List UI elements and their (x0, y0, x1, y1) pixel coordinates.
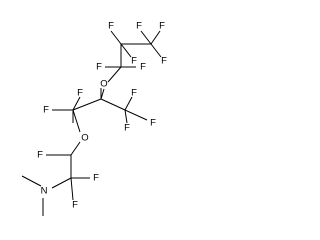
bond (72, 109, 81, 133)
atom-fluorine: F (136, 21, 142, 32)
bond (21, 175, 42, 187)
bond (120, 43, 132, 58)
bond (110, 30, 122, 45)
bond (70, 177, 74, 201)
structure-canvas: F F F F F F F O F F F F F F O F F F N (21, 20, 168, 216)
bond (150, 43, 162, 58)
atom-oxygen: O (100, 79, 107, 90)
atom-fluorine: F (150, 118, 156, 129)
atom-nitrogen: N (41, 186, 48, 197)
atom-fluorine: F (77, 88, 83, 99)
bond (124, 96, 133, 111)
bonds (21, 30, 162, 216)
atom-fluorine: F (37, 150, 43, 161)
bond (72, 98, 102, 111)
bond (124, 109, 128, 124)
atom-fluorine: F (140, 62, 146, 73)
bond (140, 30, 152, 45)
atom-labels: F F F F F F F O F F F F F F O F F F N (37, 21, 167, 211)
atom-fluorine: F (131, 56, 137, 67)
atom-oxygen: O (81, 133, 88, 144)
atom-fluorine: F (159, 21, 165, 32)
bond (124, 109, 148, 121)
atom-fluorine: F (131, 88, 137, 99)
bond (107, 66, 122, 83)
atom-fluorine: F (124, 123, 130, 134)
chemical-structure: F F F F F F F O F F F F F F O F F F N (21, 21, 167, 216)
bond (70, 141, 81, 156)
atom-fluorine: F (93, 173, 99, 184)
atom-fluorine: F (96, 62, 102, 73)
bond (72, 96, 81, 111)
atom-fluorine: F (43, 105, 49, 116)
atom-fluorine: F (72, 200, 78, 211)
bond (150, 30, 161, 45)
atom-fluorine: F (161, 56, 167, 67)
bond (51, 177, 72, 189)
atom-fluorine: F (108, 21, 114, 32)
bond (100, 98, 126, 111)
